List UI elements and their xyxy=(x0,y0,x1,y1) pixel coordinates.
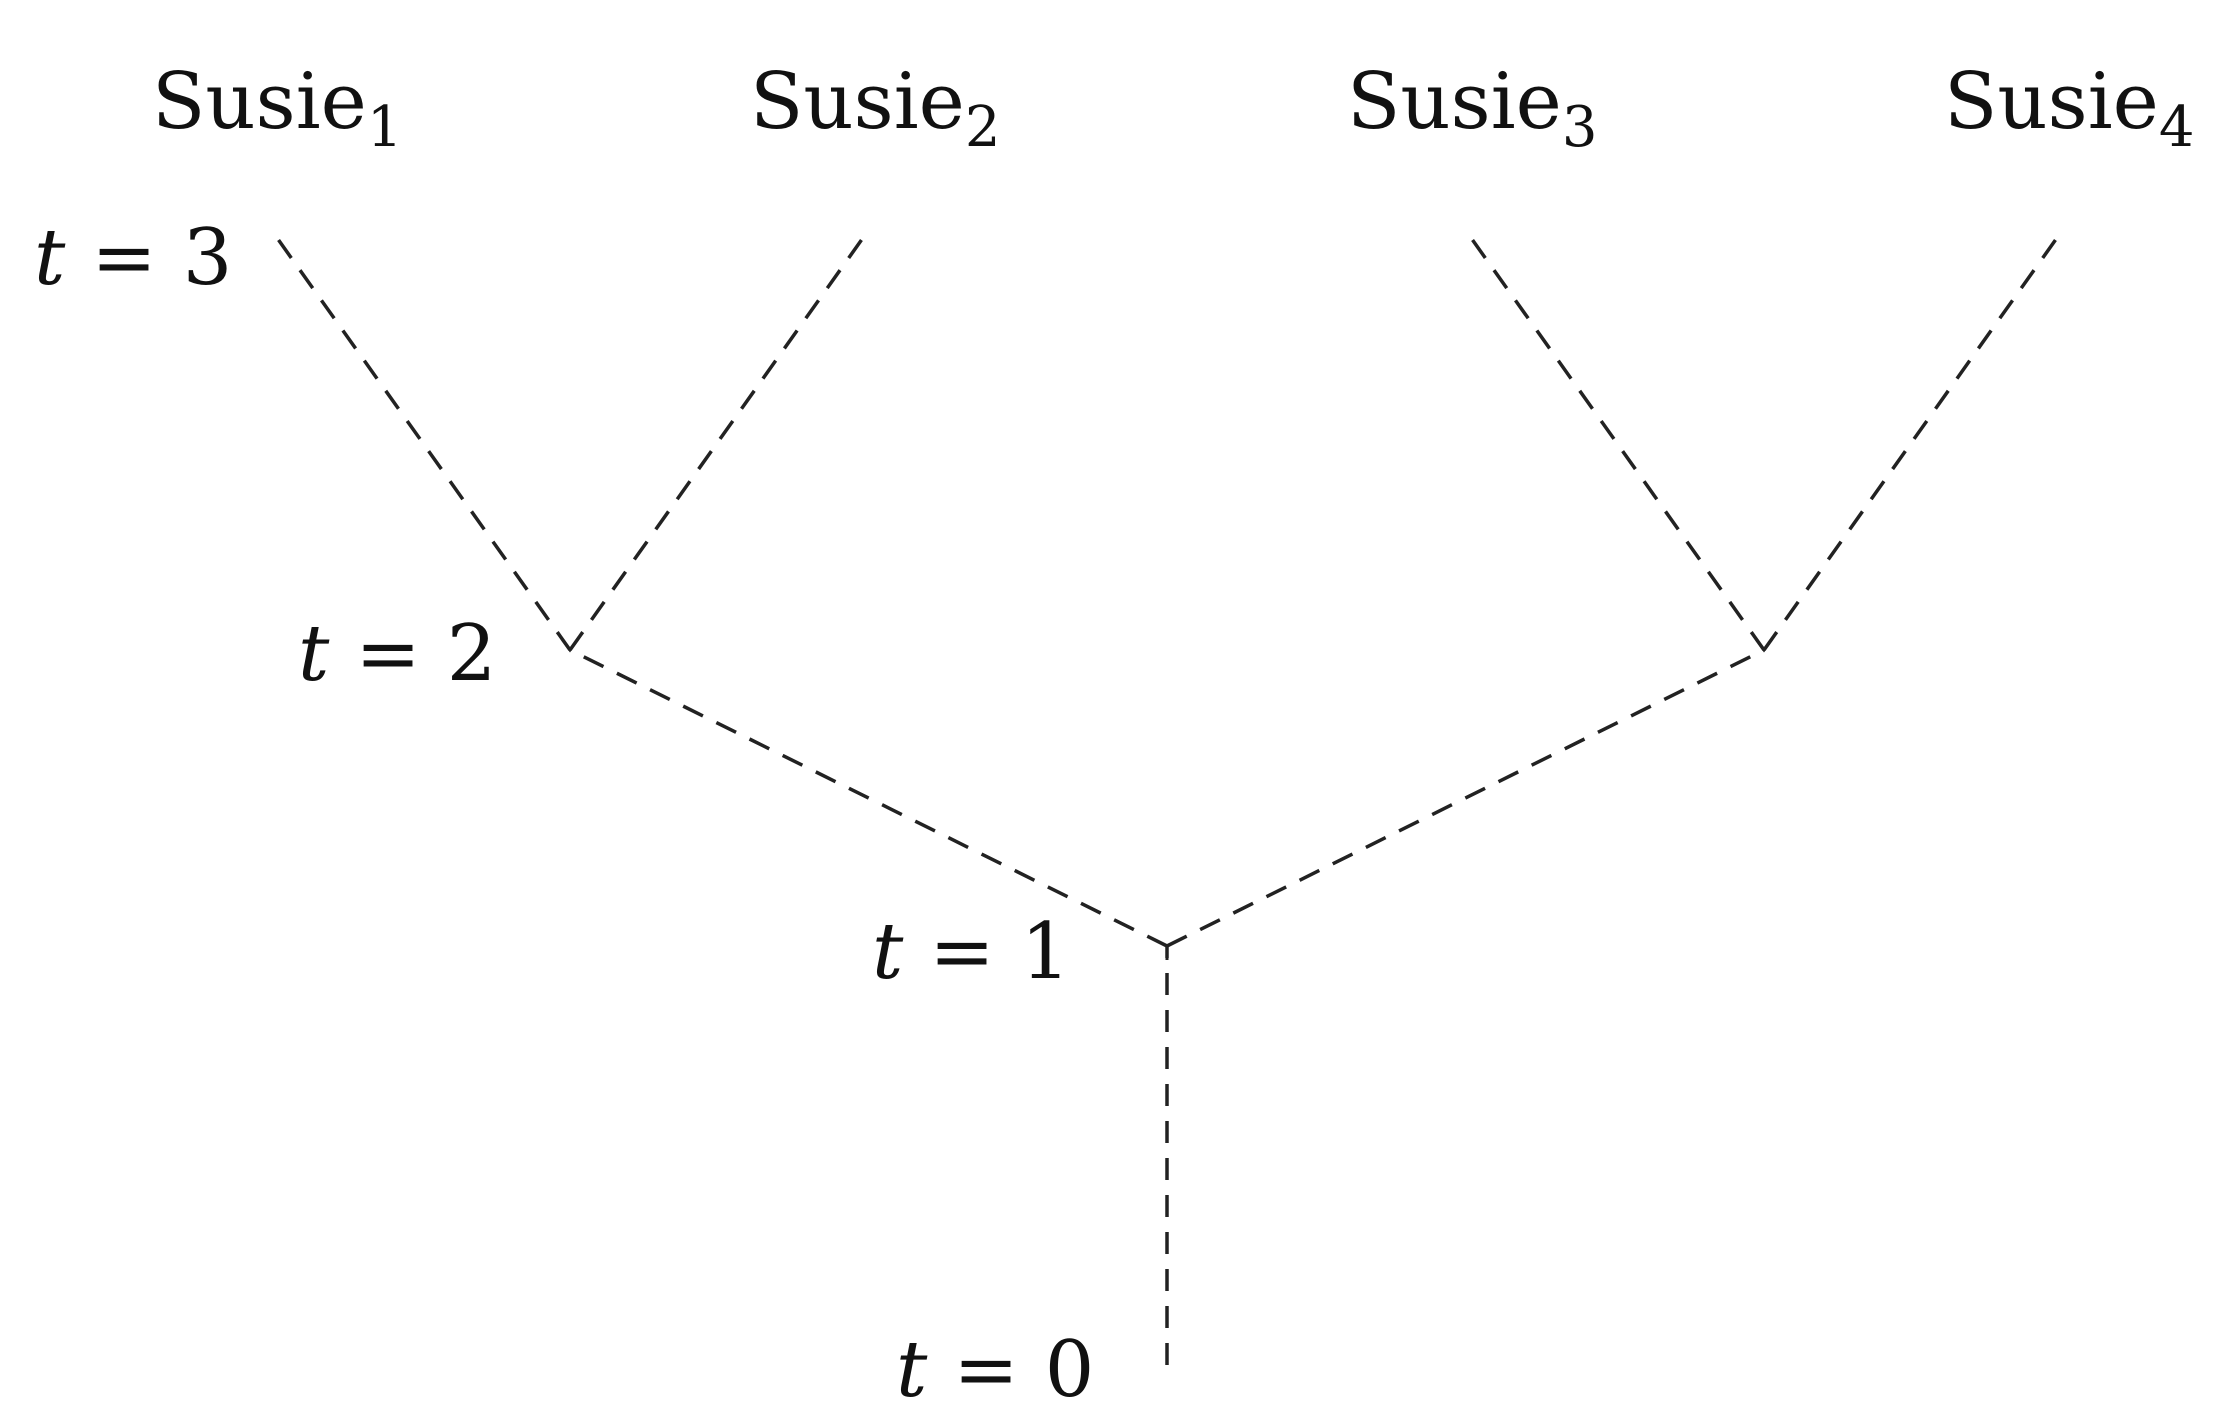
edge-left-node-to-susie-2 xyxy=(568,226,872,652)
junction-mark-root xyxy=(1150,936,1184,960)
leaf-label-susie-1: Susie1 xyxy=(152,57,402,160)
edge-left-node-to-susie-1 xyxy=(268,226,572,652)
edge-right-node-to-susie-3 xyxy=(1462,226,1766,652)
time-label-t2: t=2 xyxy=(298,609,496,699)
junction-mark-right xyxy=(1754,638,1774,653)
time-label-t1: t=1 xyxy=(872,907,1070,997)
leaf-label-susie-3: Susie3 xyxy=(1347,57,1597,160)
edge-root-to-right-node xyxy=(1166,648,1765,948)
edge-right-node-to-susie-4 xyxy=(1762,226,2066,652)
edge-root-to-left-node xyxy=(569,648,1168,948)
leaf-label-susie-4: Susie4 xyxy=(1944,57,2194,160)
leaf-label-susie-2: Susie2 xyxy=(750,57,1000,160)
time-label-t0: t=0 xyxy=(896,1325,1094,1415)
time-label-t3: t=3 xyxy=(34,213,232,303)
junction-mark-left xyxy=(560,638,580,653)
